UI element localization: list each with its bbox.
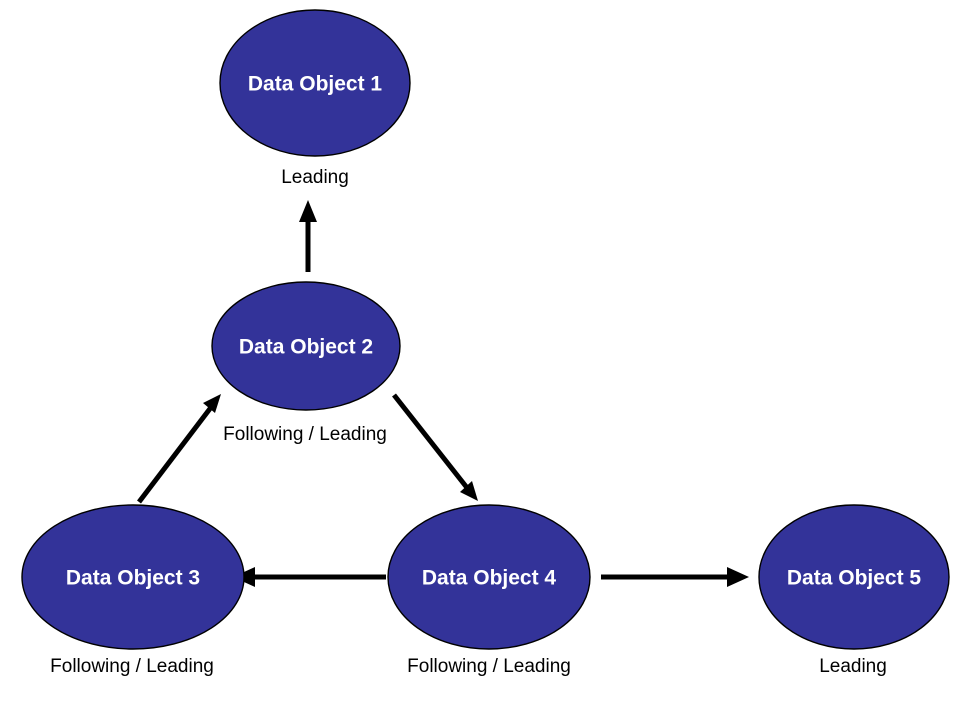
node-data-object-1-shape [219,9,411,157]
node-data-object-5-label: Data Object 5 [787,567,922,590]
edge-labels-layer: Leading Following / Leading Following / … [50,167,887,677]
edge-4-to-5[interactable] [601,567,749,587]
edge-label-leading-object-5: Leading [819,656,887,677]
edge-2-to-4[interactable] [392,393,478,501]
node-data-object-5[interactable]: Data Object 5 [758,504,950,650]
edge-label-leading-top: Leading [281,167,349,188]
edge-label-following-leading-middle: Following / Leading [223,424,387,445]
edge-3-to-2-arrowhead [203,394,221,413]
node-data-object-5-shape [758,504,950,650]
node-data-object-4-label: Data Object 4 [422,567,557,590]
edge-2-to-1-arrowhead [299,200,317,222]
edge-3-to-2-line [137,404,214,504]
node-data-object-3[interactable]: Data Object 3 [21,504,245,650]
nodes-layer: Data Object 1 Data Object 2 Data Object … [21,9,950,650]
edge-3-to-2[interactable] [137,394,221,504]
edge-2-to-1[interactable] [299,200,317,272]
node-data-object-2-label: Data Object 2 [239,336,373,359]
node-data-object-2-shape [211,281,401,411]
edge-label-following-leading-object-4: Following / Leading [407,656,571,677]
edge-2-to-4-line [392,393,470,491]
node-data-object-2[interactable]: Data Object 2 [211,281,401,411]
node-data-object-3-shape [21,504,245,650]
node-data-object-4-shape [387,504,591,650]
edge-label-following-leading-object-3: Following / Leading [50,656,214,677]
node-data-object-1-label: Data Object 1 [248,73,383,96]
edges-layer [137,200,749,587]
node-data-object-1[interactable]: Data Object 1 [219,9,411,157]
edge-4-to-3[interactable] [233,567,386,587]
node-data-object-3-label: Data Object 3 [66,567,200,590]
edge-2-to-4-arrowhead [460,481,478,501]
edge-4-to-5-arrowhead [727,567,749,587]
node-data-object-4[interactable]: Data Object 4 [387,504,591,650]
